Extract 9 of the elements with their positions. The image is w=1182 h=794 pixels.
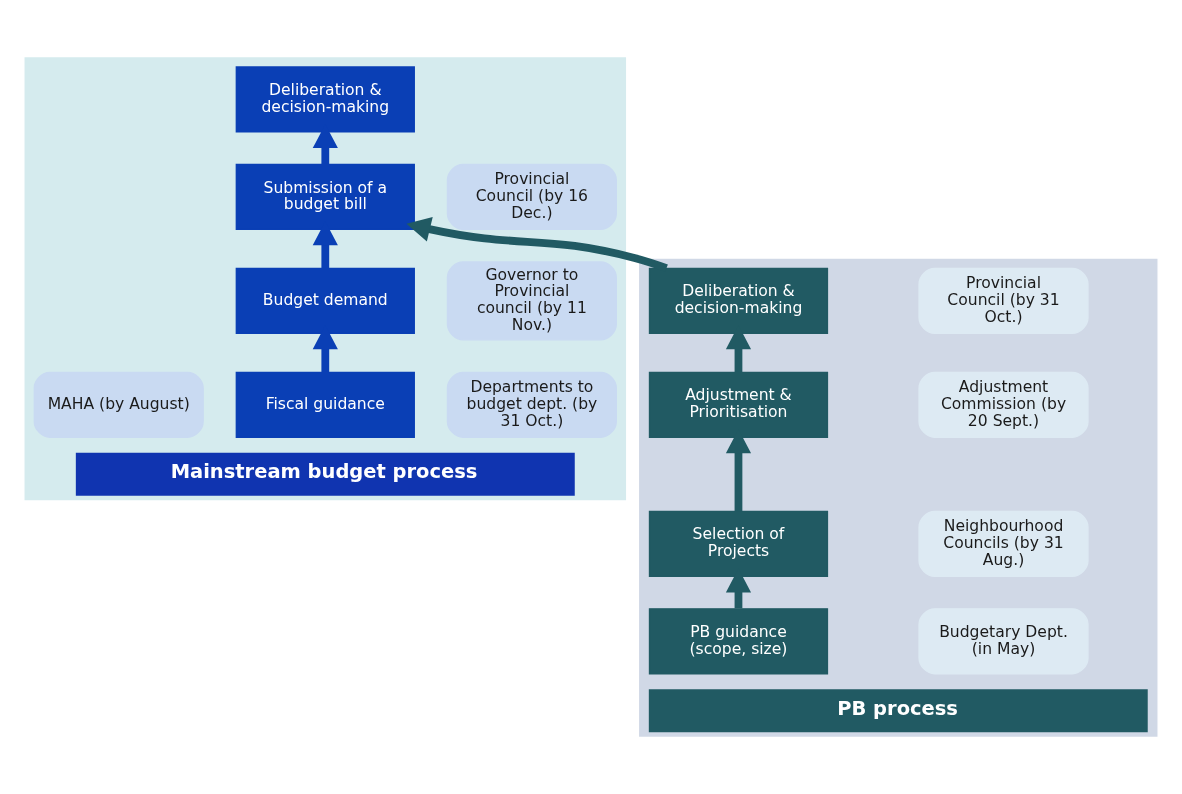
node-box: Provincial Council (by 16 Dec.) <box>446 163 617 231</box>
node-box: PB guidance (scope, size) <box>648 608 829 675</box>
node-box: Selection of Projects <box>648 510 829 577</box>
node-box: Adjustment & Prioritisation <box>648 371 829 438</box>
node-box: Fiscal guidance <box>235 371 415 438</box>
node-box: Submission of a budget bill <box>235 163 415 231</box>
node-box: Deliberation & decision-making <box>235 66 415 133</box>
node-box: Deliberation & decision-making <box>648 267 829 334</box>
node-box: Budget demand <box>235 267 415 334</box>
